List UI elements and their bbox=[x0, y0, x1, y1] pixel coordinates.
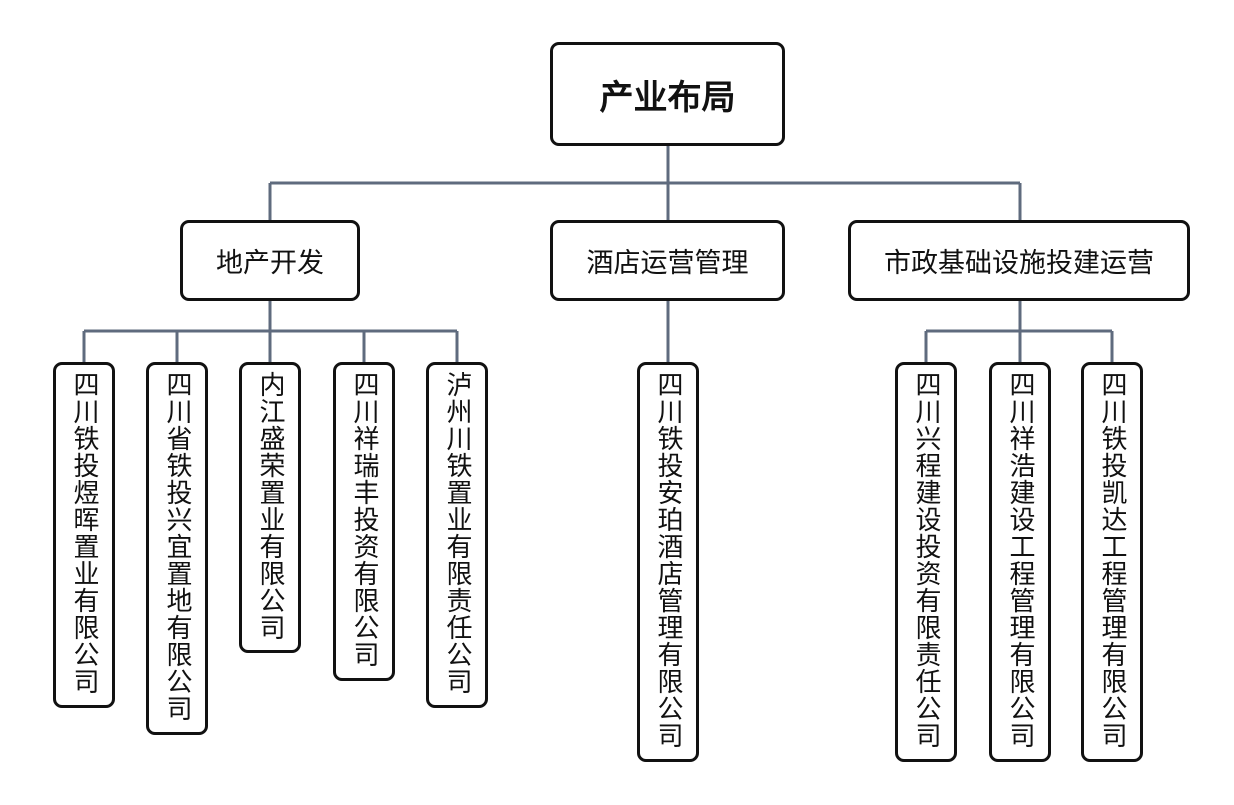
company-node: 四川铁投安珀酒店管理有限公司 bbox=[637, 362, 699, 762]
company-label: 四川祥瑞丰投资有限公司 bbox=[349, 371, 379, 668]
branch-real-estate: 地产开发 bbox=[180, 220, 360, 301]
company-label: 四川省铁投兴宜置地有限公司 bbox=[162, 371, 192, 722]
company-label: 四川铁投凯达工程管理有限公司 bbox=[1097, 371, 1127, 749]
company-node: 泸州川铁置业有限责任公司 bbox=[426, 362, 488, 708]
company-node: 四川铁投凯达工程管理有限公司 bbox=[1081, 362, 1143, 762]
company-label: 内江盛荣置业有限公司 bbox=[255, 371, 285, 641]
root-node: 产业布局 bbox=[550, 42, 785, 146]
branch-label: 酒店运营管理 bbox=[586, 248, 749, 279]
company-label: 四川铁投安珀酒店管理有限公司 bbox=[653, 371, 683, 749]
company-node: 四川祥瑞丰投资有限公司 bbox=[333, 362, 395, 681]
company-label: 四川兴程建设投资有限责任公司 bbox=[911, 371, 941, 749]
company-label: 四川铁投煜晖置业有限公司 bbox=[69, 371, 99, 695]
root-label: 产业布局 bbox=[599, 77, 736, 118]
branch-label: 市政基础设施投建运营 bbox=[884, 248, 1154, 279]
company-node: 四川铁投煜晖置业有限公司 bbox=[53, 362, 115, 708]
branch-hotel: 酒店运营管理 bbox=[550, 220, 785, 301]
company-node: 四川省铁投兴宜置地有限公司 bbox=[146, 362, 208, 735]
company-label: 泸州川铁置业有限责任公司 bbox=[442, 371, 472, 695]
company-node: 四川兴程建设投资有限责任公司 bbox=[895, 362, 957, 762]
company-node: 内江盛荣置业有限公司 bbox=[239, 362, 301, 653]
company-label: 四川祥浩建设工程管理有限公司 bbox=[1005, 371, 1035, 749]
branch-municipal: 市政基础设施投建运营 bbox=[848, 220, 1190, 301]
branch-label: 地产开发 bbox=[216, 248, 324, 279]
company-node: 四川祥浩建设工程管理有限公司 bbox=[989, 362, 1051, 762]
